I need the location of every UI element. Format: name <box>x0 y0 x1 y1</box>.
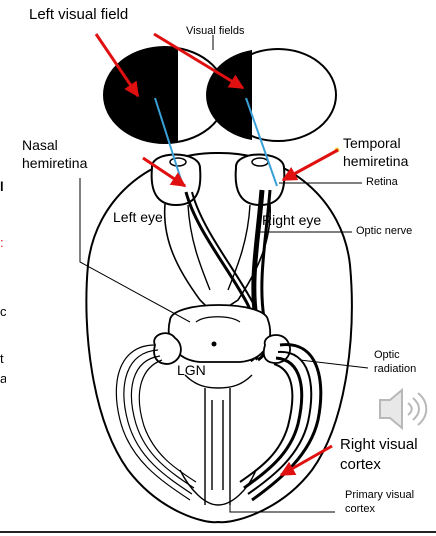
optic-nerve-label: Optic nerve <box>356 225 413 237</box>
right-visual-cortex-label-line1: Right visual <box>340 436 418 453</box>
cropped-text-fragment-1: l <box>0 180 4 194</box>
primary-visual-cortex-label-line1: Primary visual <box>345 489 415 501</box>
thalamus-outline <box>167 304 272 363</box>
cropped-text-fragment-3: cts <box>0 305 6 319</box>
brainstem <box>204 388 231 505</box>
temporal-hemiretina-label-line1: Temporal <box>343 135 401 151</box>
right-visual-cortex-label-line2: cortex <box>340 456 381 473</box>
head-outline <box>85 151 353 524</box>
right-eye-label: Right eye <box>262 212 322 228</box>
ray-left-eye <box>154 97 184 187</box>
left-lgn <box>153 332 182 365</box>
right-eye-visual-field <box>206 48 337 142</box>
ray-right-eye <box>245 97 278 187</box>
nasal-hemiretina-label-line2: hemiretina <box>22 155 88 171</box>
leader-lines <box>79 35 369 513</box>
cropped-text-fragment-2: : <box>0 236 4 250</box>
speaker-icon[interactable] <box>379 387 428 431</box>
visual-fields-label: Visual fields <box>186 25 245 37</box>
retina-label: Retina <box>366 176 398 188</box>
right-optic-radiation <box>239 343 323 502</box>
nasal-hemiretina-label-line1: Nasal <box>22 137 58 153</box>
optic-radiation-label-line2: radiation <box>374 363 417 375</box>
left-visual-field-label: Left visual field <box>29 6 129 23</box>
left-optic-radiation <box>115 344 197 501</box>
lgn-label: LGN <box>177 362 206 378</box>
right-eyeball <box>234 153 286 207</box>
right-lgn <box>262 334 291 364</box>
left-eye-label: Left eye <box>113 209 163 225</box>
primary-visual-cortex-label-line2: cortex <box>345 503 375 515</box>
red-arrows <box>94 32 339 477</box>
bottom-divider <box>0 531 436 533</box>
temporal-hemiretina-label-line2: hemiretina <box>343 153 409 169</box>
cropped-text-fragment-4: t <box>0 352 4 366</box>
optic-radiation-label-line1: Optic <box>374 349 400 361</box>
cropped-text-fragment-5: al <box>0 372 6 386</box>
